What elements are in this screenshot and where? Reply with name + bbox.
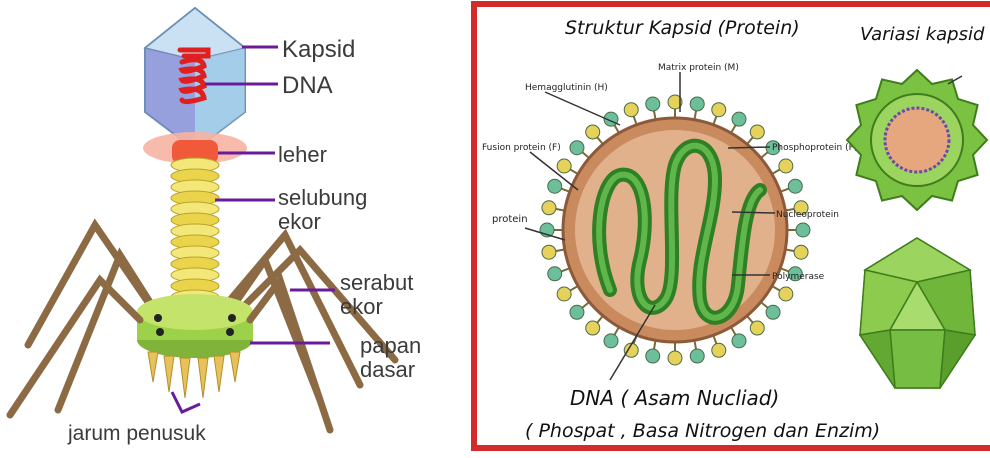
envelope-spike xyxy=(668,351,682,365)
envelope-spike xyxy=(570,305,584,319)
label-matrix-protein: Matrix protein (M) xyxy=(658,63,739,73)
envelope-spike xyxy=(750,125,764,139)
envelope-spike xyxy=(690,97,704,111)
envelope-spike xyxy=(557,159,571,173)
title-variasi-kapsid: Variasi kapsid xyxy=(860,24,985,45)
label-nucleoprotein: Nucleoprotein xyxy=(776,210,839,220)
envelope-spike xyxy=(646,349,660,363)
label-polymerase: Polymerase xyxy=(772,272,825,282)
label-serabut-ekor: ekor xyxy=(340,294,383,319)
label-papan-dasar: dasar xyxy=(360,357,415,382)
tail-sheath xyxy=(171,158,219,304)
label-selubung-ekor: ekor xyxy=(278,209,321,234)
label-phosphoprotein: Phosphoprotein (P) xyxy=(772,143,858,153)
envelope-spike xyxy=(548,267,562,281)
virus-structure-panel: Struktur Kapsid (Protein) Variasi kapsid… xyxy=(470,0,990,454)
phage-svg: Kapsid DNA leher selubung ekor serabut e… xyxy=(0,0,465,454)
phage-diagram: Kapsid DNA leher selubung ekor serabut e… xyxy=(0,0,465,454)
base-pins xyxy=(148,352,240,398)
envelope-spike xyxy=(712,103,726,117)
envelope-spike xyxy=(604,334,618,348)
label-papan: papan xyxy=(360,333,421,358)
envelope-spike xyxy=(794,245,808,259)
label-hemagglutinin: Hemagglutinin (H) xyxy=(525,83,608,93)
envelope-spike xyxy=(624,103,638,117)
caption-dna: DNA ( Asam Nucliad) xyxy=(570,386,779,410)
envelope-spike xyxy=(779,159,793,173)
label-kapsid: Kapsid xyxy=(282,36,355,63)
envelope-spike xyxy=(779,287,793,301)
virus-svg: Struktur Kapsid (Protein) Variasi kapsid… xyxy=(470,0,990,454)
label-dna: DNA xyxy=(282,72,333,99)
label-selubung: selubung xyxy=(278,185,367,210)
caption-dna-sub: ( Phospat , Basa Nitrogen dan Enzim) xyxy=(525,420,880,442)
envelope-spike xyxy=(542,201,556,215)
envelope-spike xyxy=(542,245,556,259)
base-plate xyxy=(137,294,253,358)
label-fusion-protein: Fusion protein (F) xyxy=(482,143,561,153)
envelope-spike xyxy=(732,334,746,348)
envelope-spike xyxy=(750,321,764,335)
envelope-spike xyxy=(557,287,571,301)
envelope-spike xyxy=(570,141,584,155)
envelope-spike xyxy=(586,321,600,335)
label-leher: leher xyxy=(278,142,327,167)
envelope-spike xyxy=(732,112,746,126)
envelope-spike xyxy=(548,179,562,193)
envelope-spike xyxy=(646,97,660,111)
label-jarum-penusuk: jarum penusuk xyxy=(67,422,206,445)
envelope-spike xyxy=(796,223,810,237)
label-protein: protein xyxy=(492,214,528,225)
title-struktur-kapsid: Struktur Kapsid (Protein) xyxy=(565,17,800,39)
label-serabut: serabut xyxy=(340,270,413,295)
envelope-spike xyxy=(690,349,704,363)
envelope-spike xyxy=(712,343,726,357)
envelope-spike xyxy=(766,305,780,319)
envelope-spike xyxy=(788,179,802,193)
envelope-spike xyxy=(586,125,600,139)
